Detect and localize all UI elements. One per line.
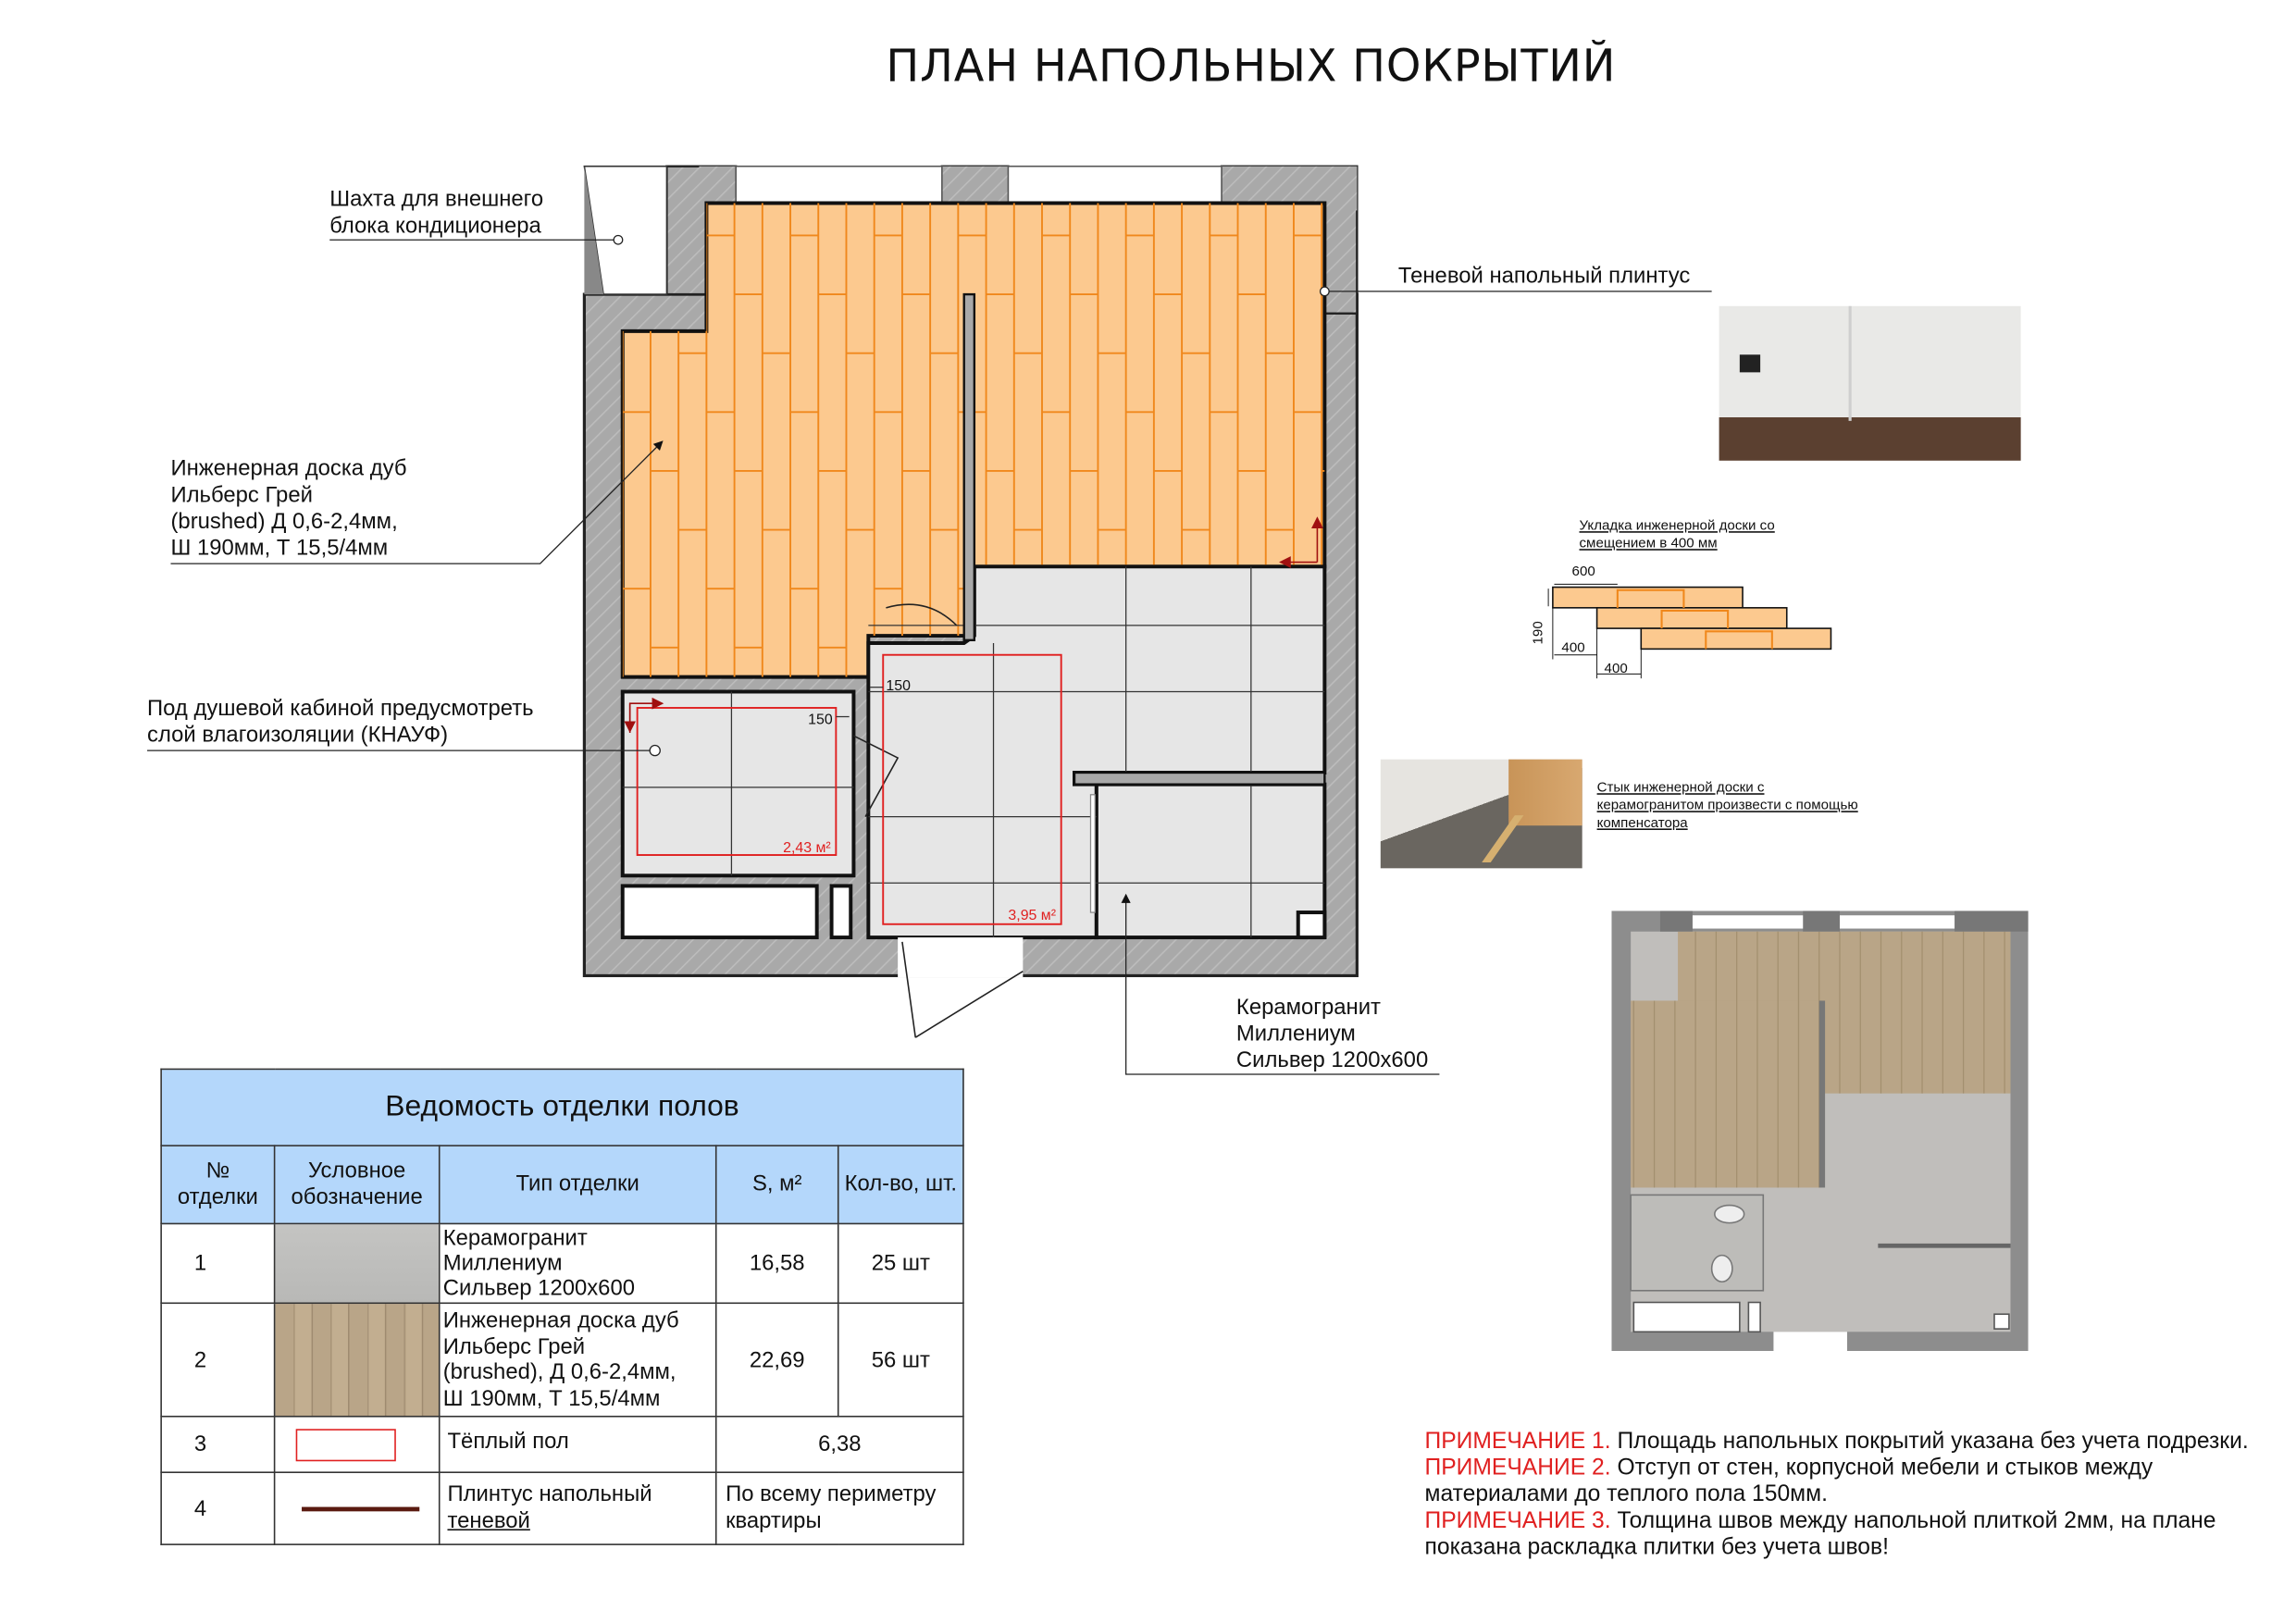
warm-floor-swatch	[273, 1415, 441, 1473]
notes: ПРИМЕЧАНИЕ 1. Площадь напольных покрытий…	[1425, 1429, 2293, 1561]
plinth-swatch	[273, 1471, 441, 1545]
shower-callout-line-2: слой влагоизоляции (КНАУФ)	[147, 722, 449, 748]
header-type: Тип отделки	[438, 1145, 717, 1225]
window	[735, 165, 943, 204]
row-number: 4	[160, 1471, 276, 1545]
tile-callout-line-3: Сильвер 1200х600	[1235, 1047, 1429, 1073]
page-title: ПЛАН НАПОЛЬНЫХ ПОКРЫТИЙ	[886, 41, 1617, 93]
dim-length: 600	[1571, 564, 1595, 580]
wood-callout-line-2: Ильберс Грей	[170, 482, 313, 508]
tile-swatch	[273, 1222, 441, 1305]
wood-swatch	[273, 1302, 441, 1418]
dim-offset: 400	[1561, 639, 1585, 657]
room-door-swing	[886, 603, 958, 626]
row-number: 3	[160, 1415, 276, 1473]
partition-wall	[1073, 771, 1326, 786]
partition-wall	[962, 292, 976, 642]
room-tile-area	[1094, 782, 1327, 940]
tile-callout-line-1: Керамогранит	[1235, 995, 1381, 1021]
warm-floor-zone-2	[882, 653, 1062, 925]
row-area: По всему периметру квартиры	[714, 1471, 964, 1545]
wood-callout-line-3: (brushed) Д 0,6-2,4мм,	[170, 509, 398, 535]
row-area: 22,69	[714, 1302, 839, 1418]
row-qty: 56 шт	[837, 1302, 964, 1418]
warm-floor-area-label: 2,43 м²	[783, 840, 831, 857]
entrance-opening	[898, 937, 1024, 978]
plank-offset-diagram	[1547, 583, 1832, 679]
wood-callout-line-4: Ш 190мм, Т 15,5/4мм	[170, 535, 389, 561]
row-type: Тёплый пол	[438, 1415, 717, 1473]
header-area: S, м²	[714, 1145, 839, 1225]
compensator-caption-line-1: Стык инженерной доски с	[1596, 779, 1765, 797]
offset-dimension: 150	[808, 712, 833, 729]
note-2: ПРИМЕЧАНИЕ 2. Отступ от стен, корпусной …	[1424, 1455, 2153, 1507]
warm-floor-area-label: 3,95 м²	[1008, 908, 1057, 924]
compensator-caption-line-2: керамогранитом произвести с помощью	[1596, 797, 1858, 814]
bathtub	[620, 884, 819, 940]
shaft-callout-line-2: блока кондиционера	[329, 213, 541, 239]
bathroom-tile-area	[620, 689, 856, 878]
dim-width: 190	[1530, 621, 1547, 645]
layout-caption-line-2: смещением в 400 мм	[1579, 535, 1718, 552]
plinth-callout: Теневой напольный плинтус	[1397, 263, 1691, 289]
layout-caption-line-1: Укладка инженерной доски со	[1579, 517, 1775, 535]
shadow-plinth-photo	[1719, 305, 2021, 461]
shower-callout-line-1: Под душевой кабиной предусмотреть	[147, 696, 534, 722]
cabinet	[829, 884, 853, 940]
bathroom-door-swing	[853, 735, 900, 818]
floor-finish-schedule-table: Ведомость отделки полов № отделки Условн…	[160, 1068, 964, 1545]
header-number: № отделки	[160, 1145, 276, 1225]
wood-callout-line-1: Инженерная доска дуб	[170, 456, 407, 482]
tile-grid	[868, 566, 1325, 938]
row-number: 1	[160, 1222, 276, 1305]
row-number: 2	[160, 1302, 276, 1418]
dim-offset: 400	[1604, 661, 1628, 677]
table-row: 3 Тёплый пол 6,38	[160, 1415, 964, 1473]
header-symbol: Условное обозначение	[273, 1145, 441, 1225]
socket-icon	[1739, 354, 1761, 373]
row-qty: 25 шт	[837, 1222, 964, 1305]
compensator-photo	[1380, 759, 1582, 869]
row-area: 6,38	[714, 1415, 964, 1473]
shaft-callout-line-1: Шахта для внешнего	[329, 186, 544, 213]
sliding-door	[1089, 794, 1096, 913]
entrance-door-swing	[901, 941, 1024, 1038]
header-qty: Кол-во, шт.	[837, 1145, 964, 1225]
row-area: 16,58	[714, 1222, 839, 1305]
note-3: ПРИМЕЧАНИЕ 3. Толщина швов между напольн…	[1424, 1508, 2216, 1560]
note-1: ПРИМЕЧАНИЕ 1. Площадь напольных покрытий…	[1424, 1429, 2249, 1455]
table-title: Ведомость отделки полов	[160, 1068, 964, 1146]
column	[1296, 911, 1327, 940]
compensator-caption-line-3: компенсатора	[1596, 815, 1688, 832]
offset-dimension: 150	[886, 678, 911, 695]
warm-floor-zone-1	[636, 707, 838, 856]
window	[1007, 165, 1222, 204]
table-header-row: № отделки Условное обозначение Тип отдел…	[160, 1145, 964, 1225]
tile-callout-line-2: Миллениум	[1235, 1021, 1356, 1047]
